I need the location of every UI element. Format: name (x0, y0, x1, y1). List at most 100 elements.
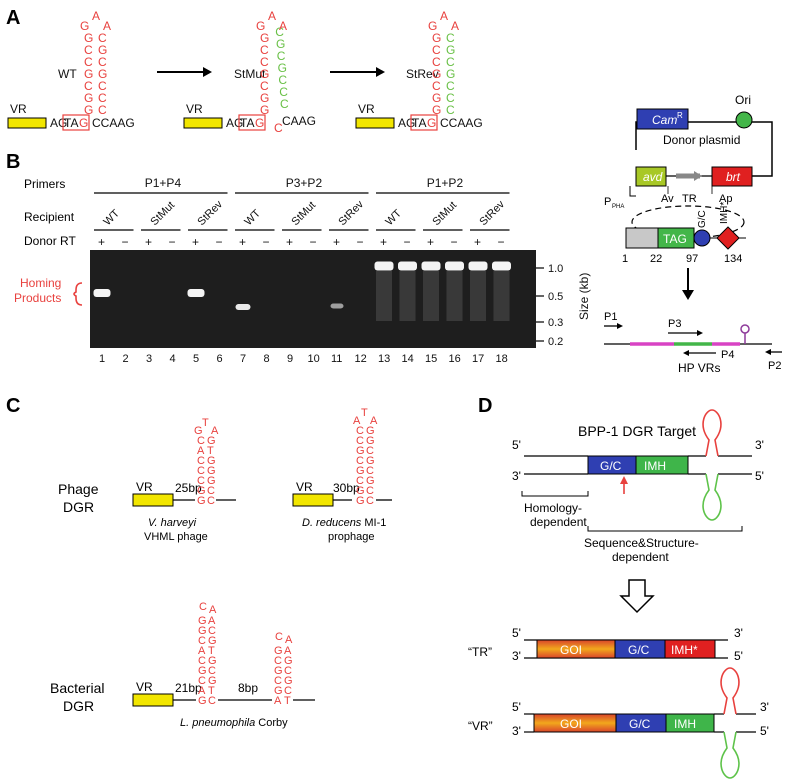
stem-left-base: C (356, 455, 364, 467)
gel-band (445, 261, 464, 271)
stmut-tail-c: C (274, 121, 283, 135)
promoter-arrow (629, 186, 636, 197)
target-red-hairpin (702, 409, 722, 457)
stem-left-base: G (432, 67, 441, 81)
primer-p2-label: P2 (768, 360, 781, 372)
stem-left-base: C (198, 675, 206, 687)
stem-right-base: C (446, 55, 455, 69)
donor-plasmid-label: Donor plasmid (663, 133, 740, 147)
loop-base: T (361, 407, 368, 419)
primers-row-label: Primers (24, 177, 65, 191)
loop-base: A (103, 19, 111, 33)
gel-band (374, 261, 394, 271)
tr-3prime-left: 3' (512, 649, 521, 663)
donor-rt-signs: +−+−+−+−+−+−+−+−+− (98, 235, 505, 249)
donor-rt-sign: − (404, 235, 411, 249)
vr-5prime-right: 5' (760, 724, 769, 738)
stem-left-base: C (260, 43, 269, 57)
p3-arrow (697, 330, 703, 336)
avd-label: avd (643, 170, 663, 184)
lane-number: 5 (193, 353, 199, 365)
stem-right-base: C (446, 79, 455, 93)
stem-left-base: G (260, 91, 269, 105)
vr-box (183, 117, 223, 129)
stem-left-base: C (197, 465, 205, 477)
vr-3prime-right: 3' (760, 700, 769, 714)
stem-left-base: C (84, 79, 93, 93)
primer-p3-label: P3 (668, 318, 681, 330)
stem-left-base: G (356, 485, 365, 497)
stem-left-base: G (84, 103, 93, 117)
donor-rt-sign: + (286, 235, 293, 249)
plasmid-backbone (635, 121, 773, 177)
vr-goi-label: GOI (560, 717, 582, 731)
vr-red-hairpin (720, 667, 740, 715)
seqstruct-label-2: dependent (612, 550, 669, 564)
stem-left-base: G (84, 67, 93, 81)
loop-base: A (211, 425, 219, 437)
tr-gc-label: G/C (628, 643, 650, 657)
seq-box-g: G (427, 116, 436, 130)
recipient-label: StMut (430, 199, 459, 228)
stem-right-base: C (446, 103, 455, 117)
stem-left-base: G (197, 485, 206, 497)
target-gc-label: G/C (600, 459, 622, 473)
stem-right-base: G (284, 655, 293, 667)
homology-label-2: dependent (530, 515, 587, 529)
vr-label: VR (358, 102, 375, 116)
donor-rt-sign: − (310, 235, 317, 249)
seq-box-g: G (79, 116, 88, 130)
stem-right-base: G (98, 43, 107, 57)
lpneumo-name: L. pneumophila Corby (180, 717, 288, 729)
target-5prime-bottom: 5' (755, 469, 764, 483)
stem-right-base: C (98, 103, 107, 117)
stem-right-base: C (98, 79, 107, 93)
recipient-label: StMut (148, 199, 177, 228)
homing-products-label-1: Homing (20, 276, 61, 290)
recipient-label: StMut (289, 199, 318, 228)
homing-bracket (73, 282, 83, 306)
recipient-row-label: Recipient (24, 210, 75, 224)
primer-p4-label: P4 (721, 349, 734, 361)
seqstruct-label-1: Sequence&Structure- (584, 536, 699, 550)
lane-number: 10 (308, 353, 320, 365)
lane-number: 1 (99, 353, 105, 365)
recipient-label: StRev (195, 198, 225, 228)
stem-right-base: A (284, 645, 292, 657)
seq-box-outline (238, 114, 266, 131)
stem-right-base: G (366, 455, 375, 467)
recipient-label: WT (383, 207, 404, 228)
arrow-wt-to-stmut (157, 67, 212, 77)
tr-imh-star-label: IMH* (671, 643, 698, 657)
vr-box (7, 117, 47, 129)
loop-base: A (209, 604, 217, 616)
donor-rt-sign: − (451, 235, 458, 249)
arrow-stmut-to-strev (330, 67, 385, 77)
ap-label: Ap (719, 193, 732, 205)
stem-right-base: C (366, 495, 374, 507)
gel-band (93, 289, 111, 297)
homing-products-label-2: Products (14, 291, 61, 305)
donor-rt-sign: − (357, 235, 364, 249)
stem-left-base: G (198, 695, 207, 707)
vharveyi-sublabel: VHML phage (144, 531, 208, 543)
seq-box-g: G (255, 116, 264, 130)
lpneumo-spacer-2: 8bp (238, 681, 258, 695)
stem-right-base: G (276, 37, 285, 51)
stem-left-base: G (260, 31, 269, 45)
donor-rt-sign: + (98, 235, 105, 249)
stem-right-base: A (208, 615, 216, 627)
loop-base: A (440, 9, 448, 23)
stem-right-base: T (208, 685, 215, 697)
lane-number: 7 (240, 353, 246, 365)
target-3prime-bottom: 3' (512, 469, 521, 483)
panel-d-label: D (478, 395, 492, 417)
stem-right-base: G (446, 67, 455, 81)
gel-band (468, 261, 488, 271)
gel-band (492, 261, 511, 271)
